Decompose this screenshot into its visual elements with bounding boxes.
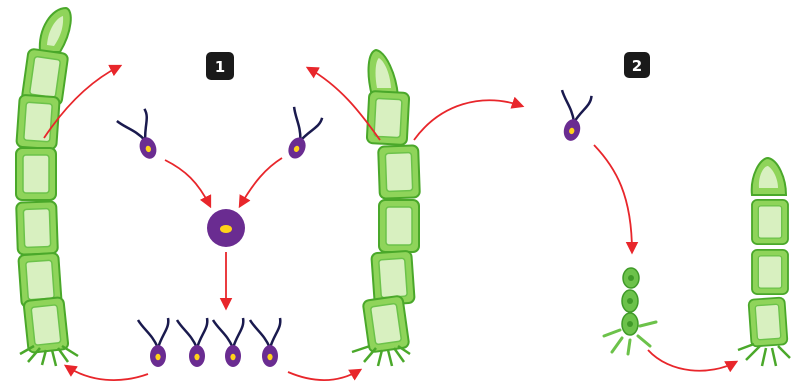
stage-1-badge: 1 — [206, 52, 234, 80]
arrow-zoospores-to-middle-filament — [288, 370, 360, 380]
zoospore-2 — [177, 318, 207, 367]
germling — [604, 268, 656, 354]
stage-1-label: 1 — [215, 58, 225, 76]
right-filament-rhizoid — [738, 344, 790, 366]
arrow-left-gamete-to-zygote — [165, 160, 210, 206]
arrow-zoospores-to-left-filament — [66, 366, 148, 380]
stage-2-badge: 2 — [624, 52, 650, 78]
right-gamete — [274, 105, 322, 162]
zygote — [207, 209, 245, 247]
left-gamete — [116, 109, 161, 165]
stage-2-zoospore — [550, 88, 592, 143]
arrow-stage-2-zoospore-to-germling — [594, 145, 632, 252]
arrow-middle-filament-to-stage-2 — [414, 100, 522, 140]
left-algae-filament — [16, 8, 78, 366]
arrow-germling-to-right-filament — [648, 350, 736, 371]
right-algae-filament — [738, 158, 790, 366]
zoospore-4 — [250, 318, 280, 367]
zoospore-1 — [138, 318, 168, 367]
stage-2-label: 2 — [632, 57, 642, 75]
zoospore-3 — [213, 318, 243, 367]
middle-algae-filament — [352, 50, 420, 366]
arrow-right-gamete-to-zygote — [240, 158, 282, 206]
